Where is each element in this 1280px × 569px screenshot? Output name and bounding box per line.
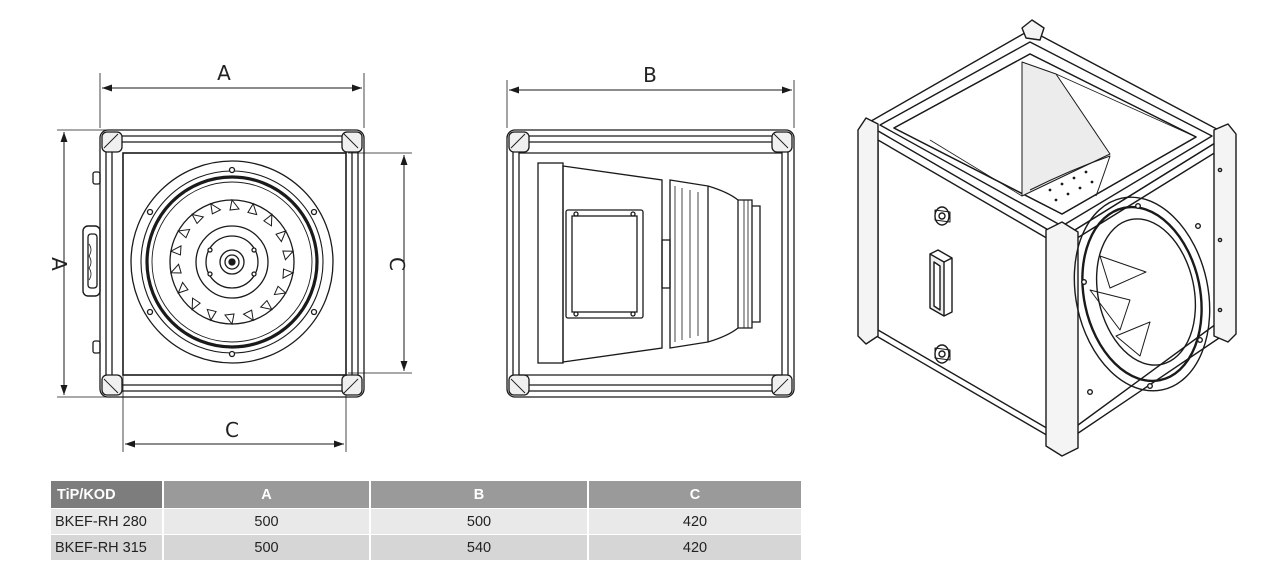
technical-drawing: A A C C B xyxy=(47,19,1237,457)
front-view xyxy=(57,73,412,452)
cell-c: 420 xyxy=(588,508,801,535)
junction-box xyxy=(565,209,644,319)
iso-latch-top xyxy=(934,206,951,226)
header-b: B xyxy=(370,481,589,509)
dimension-table: TiP/KOD A B C BKEF-RH 280 500 500 420 BK… xyxy=(51,481,801,560)
side-frame xyxy=(506,129,795,398)
header-c: C xyxy=(588,481,801,509)
front-panel xyxy=(122,152,347,376)
isometric-view xyxy=(857,19,1237,457)
iso-latch-bottom xyxy=(934,344,951,364)
cell-b: 500 xyxy=(370,508,589,535)
cell-c: 420 xyxy=(588,534,801,560)
side-view xyxy=(506,80,795,398)
label-a-left: A xyxy=(47,257,71,271)
iso-handle xyxy=(929,249,953,317)
label-a-top: A xyxy=(217,61,231,85)
cell-model: BKEF-RH 280 xyxy=(51,508,164,535)
cell-b: 540 xyxy=(370,534,589,560)
side-handle xyxy=(82,225,101,297)
cell-a: 500 xyxy=(163,508,371,535)
cell-model: BKEF-RH 315 xyxy=(51,534,164,560)
label-c-right: C xyxy=(385,257,409,271)
table-row: BKEF-RH 315 500 540 420 xyxy=(51,534,801,560)
cell-a: 500 xyxy=(163,534,371,560)
table-header-row: TiP/KOD A B C xyxy=(51,481,801,509)
label-c-bottom: C xyxy=(225,418,239,442)
table-row: BKEF-RH 280 500 500 420 xyxy=(51,508,801,535)
label-b-top: B xyxy=(643,63,657,87)
header-a: A xyxy=(163,481,371,509)
header-type-code: TiP/KOD xyxy=(51,481,164,509)
